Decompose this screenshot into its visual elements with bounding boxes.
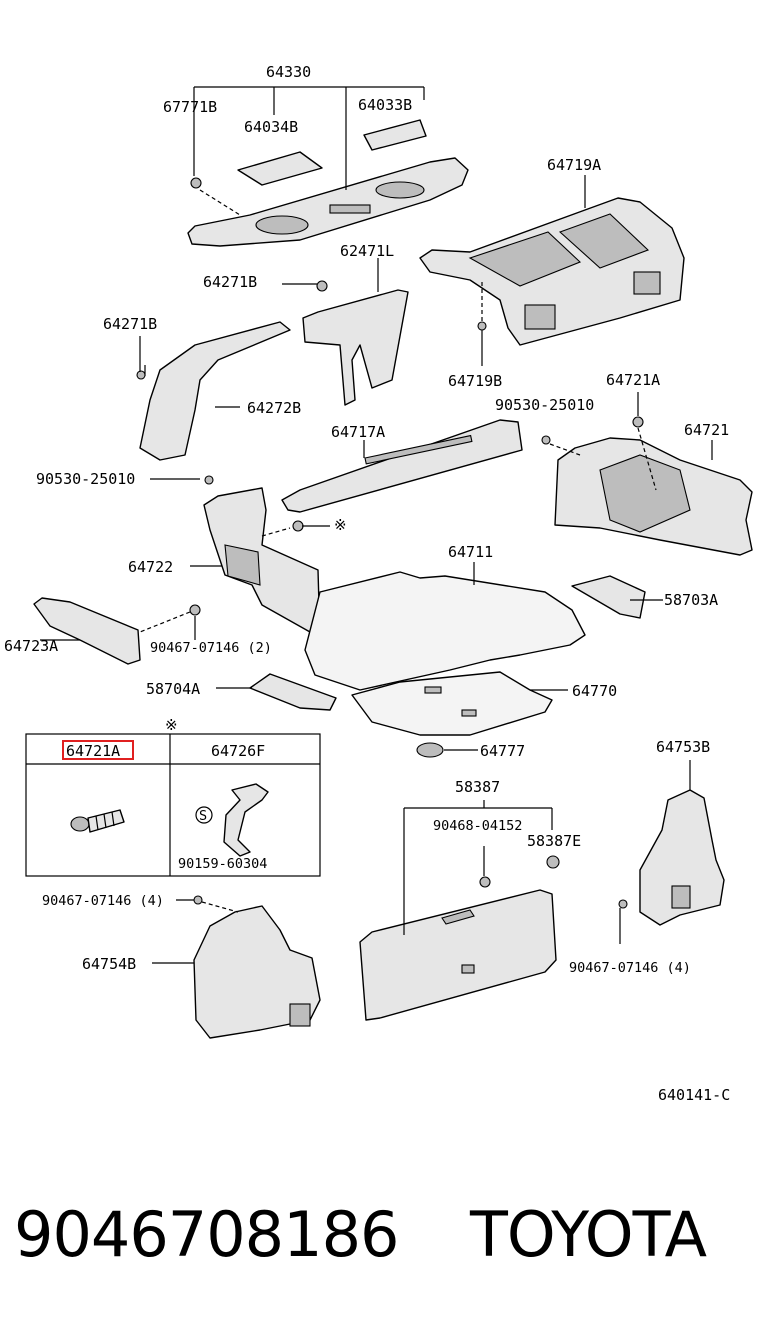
label-64271B-upper: 64271B xyxy=(203,273,257,291)
label-64721: 64721 xyxy=(684,421,729,439)
s-symbol: S xyxy=(199,808,207,824)
left-trim-group: 90530-25010 64722 ※ xyxy=(36,470,347,641)
label-64777: 64777 xyxy=(480,742,525,760)
label-64753B: 64753B xyxy=(656,738,710,756)
label-64722: 64722 xyxy=(128,558,173,576)
label-90467-07146-4-left: 90467-07146 (4) xyxy=(42,893,164,909)
part-64777-group: 64777 xyxy=(416,742,525,760)
label-58703A: 58703A xyxy=(664,591,718,609)
inset-label-64721A: 64721A xyxy=(66,742,120,760)
part-64723A-group: 64723A 90467-07146 (2) xyxy=(4,597,272,665)
label-64754B: 64754B xyxy=(82,955,136,973)
label-64770: 64770 xyxy=(572,682,617,700)
label-64721A-top: 64721A xyxy=(606,371,660,389)
mark-note-upper: ※ xyxy=(334,516,347,534)
sill-plate-group: 64717A xyxy=(281,419,523,513)
label-90467-07146-4-right: 90467-07146 (4) xyxy=(569,960,691,976)
brand-name: TOYOTA xyxy=(470,1198,707,1271)
right-trim-group: 64721A 90530-25010 64721 xyxy=(495,371,753,556)
label-64717A: 64717A xyxy=(331,423,385,441)
label-64719B: 64719B xyxy=(448,372,502,390)
label-90467-07146-2: 90467-07146 (2) xyxy=(150,640,272,656)
label-62471L: 62471L xyxy=(340,242,394,260)
part-58703A-group: 58703A xyxy=(571,575,718,619)
back-panel-trim-group: 64719A 64719B xyxy=(419,156,685,390)
part-number-text: 9046708186 xyxy=(14,1198,399,1271)
label-64711: 64711 xyxy=(448,543,493,561)
label-64723A: 64723A xyxy=(4,637,58,655)
footer-bar: 9046708186 TOYOTA xyxy=(0,1180,760,1290)
label-58387: 58387 xyxy=(455,778,500,796)
reference-code: 640141-C xyxy=(658,1086,730,1104)
label-64719A: 64719A xyxy=(547,156,601,174)
inset-label-90159-60304: 90159-60304 xyxy=(178,856,267,872)
highlight-box xyxy=(62,740,134,760)
parts-diagram: 64330 67771B 64034B 64033B 64719A 64719B… xyxy=(4,63,753,1104)
mark-note-inset: ※ xyxy=(165,716,178,734)
label-64033B: 64033B xyxy=(358,96,412,114)
floor-board-group: 64770 xyxy=(351,671,617,736)
label-67771B: 67771B xyxy=(163,98,217,116)
part-64753B-group: 64753B 90467-07146 (4) xyxy=(569,738,725,976)
label-64330: 64330 xyxy=(266,63,311,81)
side-trim-group: 62471L 64271B 64271B 64272B xyxy=(103,242,409,461)
part-58387-group: 58387 90468-04152 58387E xyxy=(359,778,581,1021)
label-64034B: 64034B xyxy=(244,118,298,136)
part-58704A-group: 58704A xyxy=(146,673,337,711)
label-90530-25010-left: 90530-25010 xyxy=(36,470,135,488)
package-tray-group: 64330 67771B 64034B 64033B xyxy=(163,63,469,247)
screw-icon xyxy=(70,809,125,833)
label-90468-04152: 90468-04152 xyxy=(433,818,522,834)
label-90530-25010-right: 90530-25010 xyxy=(495,396,594,414)
bracket-icon xyxy=(223,783,269,857)
label-64271B-left: 64271B xyxy=(103,315,157,333)
part-64754B-group: 90467-07146 (4) 64754B xyxy=(42,893,321,1039)
label-58704A: 58704A xyxy=(146,680,200,698)
label-58387E: 58387E xyxy=(527,832,581,850)
label-64272B: 64272B xyxy=(247,399,301,417)
fastener-inset: ※ 64721A 64726F S 90159-60304 xyxy=(25,716,321,877)
inset-label-64726F: 64726F xyxy=(211,742,265,760)
floor-mat-group: 64711 xyxy=(304,543,586,691)
